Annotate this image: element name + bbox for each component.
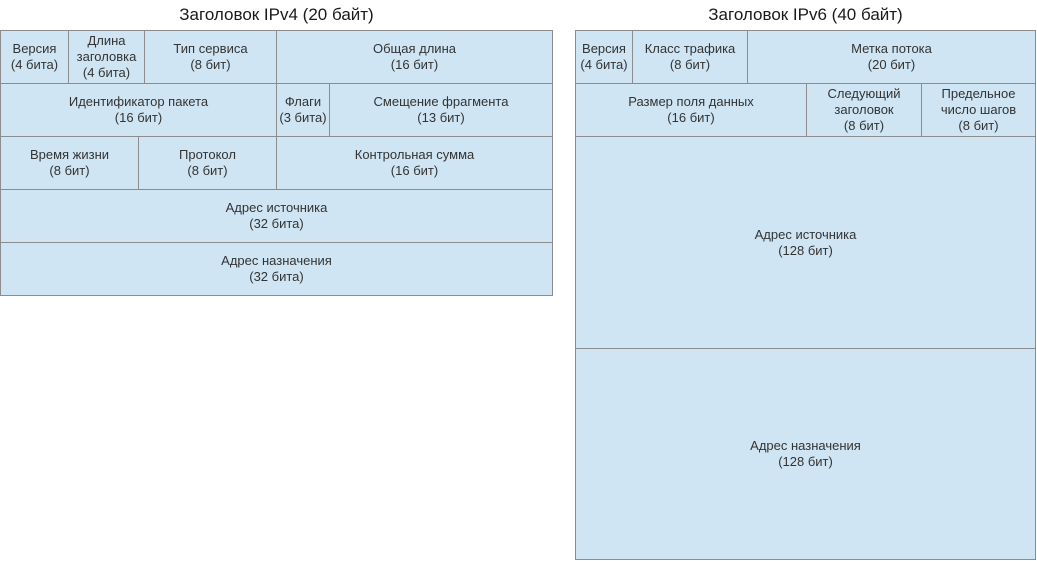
field-name: Адрес источника (225, 200, 328, 215)
field-name: Протокол (179, 147, 236, 162)
field-size: (16 бит) (390, 57, 439, 72)
ipv4-field-version: Версия (4 бита) (0, 30, 69, 84)
field-size: (32 бита) (249, 216, 304, 231)
field-size: (8 бит) (669, 57, 711, 72)
field-size: (8 бит) (49, 163, 90, 178)
ipv4-field-destination-address: Адрес назначения (32 бита) (0, 242, 553, 296)
field-size: (13 бит) (417, 110, 465, 125)
field-size: (4 бита) (82, 65, 131, 80)
ipv6-field-flow-label: Метка потока (20 бит) (747, 30, 1036, 84)
field-size: (8 бит) (958, 118, 999, 133)
field-name: Контрольная сумма (354, 147, 475, 162)
field-size: (128 бит) (778, 242, 833, 258)
ipv6-field-next-header: Следующий заголовок (8 бит) (806, 83, 922, 137)
field-name: Общая длина (373, 41, 456, 56)
field-size: (32 бита) (249, 269, 304, 284)
ipv6-field-traffic-class: Класс трафика (8 бит) (632, 30, 748, 84)
field-name: Адрес назначения (750, 438, 861, 453)
field-size: (16 бит) (390, 163, 439, 178)
field-name: Адрес назначения (221, 253, 332, 268)
ipv4-field-header-length: Длина заголовка (4 бита) (68, 30, 145, 84)
ipv4-field-ttl: Время жизни (8 бит) (0, 136, 139, 190)
ipv4-field-protocol: Протокол (8 бит) (138, 136, 277, 190)
ipv4-field-service-type: Тип сервиса (8 бит) (144, 30, 277, 84)
field-name: Длина заголовка (76, 33, 137, 64)
field-name: Флаги (284, 94, 322, 109)
field-name: Следующий заголовок (827, 86, 901, 117)
field-name: Версия (12, 41, 57, 56)
field-name: Класс трафика (644, 41, 736, 56)
field-name: Метка потока (851, 41, 932, 56)
ipv6-field-destination-address: Адрес назначения (128 бит) (575, 348, 1036, 560)
field-size: (16 бит) (667, 110, 715, 125)
field-name: Тип сервиса (173, 41, 248, 56)
ipv4-field-source-address: Адрес источника (32 бита) (0, 189, 553, 243)
ipv4-field-flags: Флаги (3 бита) (276, 83, 330, 137)
field-name: Размер поля данных (628, 94, 754, 109)
ipv4-header-title: Заголовок IPv4 (20 байт) (179, 5, 374, 24)
field-size: (4 бита) (10, 57, 59, 72)
field-size: (4 бита) (580, 57, 628, 72)
ipv6-field-payload-length: Размер поля данных (16 бит) (575, 83, 807, 137)
ipv6-header-title: Заголовок IPv6 (40 байт) (708, 5, 903, 24)
field-name: Предельное число шагов (940, 86, 1017, 117)
field-size: (128 бит) (778, 454, 833, 469)
ipv6-field-source-address: Адрес источника (128 бит) (575, 136, 1036, 349)
ipv4-field-total-length: Общая длина (16 бит) (276, 30, 553, 84)
field-name: Адрес источника (754, 226, 857, 242)
ipv4-field-checksum: Контрольная сумма (16 бит) (276, 136, 553, 190)
ipv6-field-version: Версия (4 бита) (575, 30, 633, 84)
field-name: Время жизни (29, 147, 110, 162)
field-name: Идентификатор пакета (68, 94, 209, 109)
field-size: (8 бит) (190, 57, 231, 72)
field-size: (16 бит) (114, 110, 163, 125)
field-name: Версия (582, 41, 626, 56)
field-size: (8 бит) (843, 118, 885, 133)
ipv4-field-packet-id: Идентификатор пакета (16 бит) (0, 83, 277, 137)
field-size: (20 бит) (867, 57, 916, 72)
ipv4-field-fragment-offset: Смещение фрагмента (13 бит) (329, 83, 553, 137)
ipv6-field-hop-limit: Предельное число шагов (8 бит) (921, 83, 1036, 137)
field-name: Смещение фрагмента (373, 94, 509, 109)
field-size: (3 бита) (279, 110, 327, 125)
field-size: (8 бит) (187, 163, 228, 178)
